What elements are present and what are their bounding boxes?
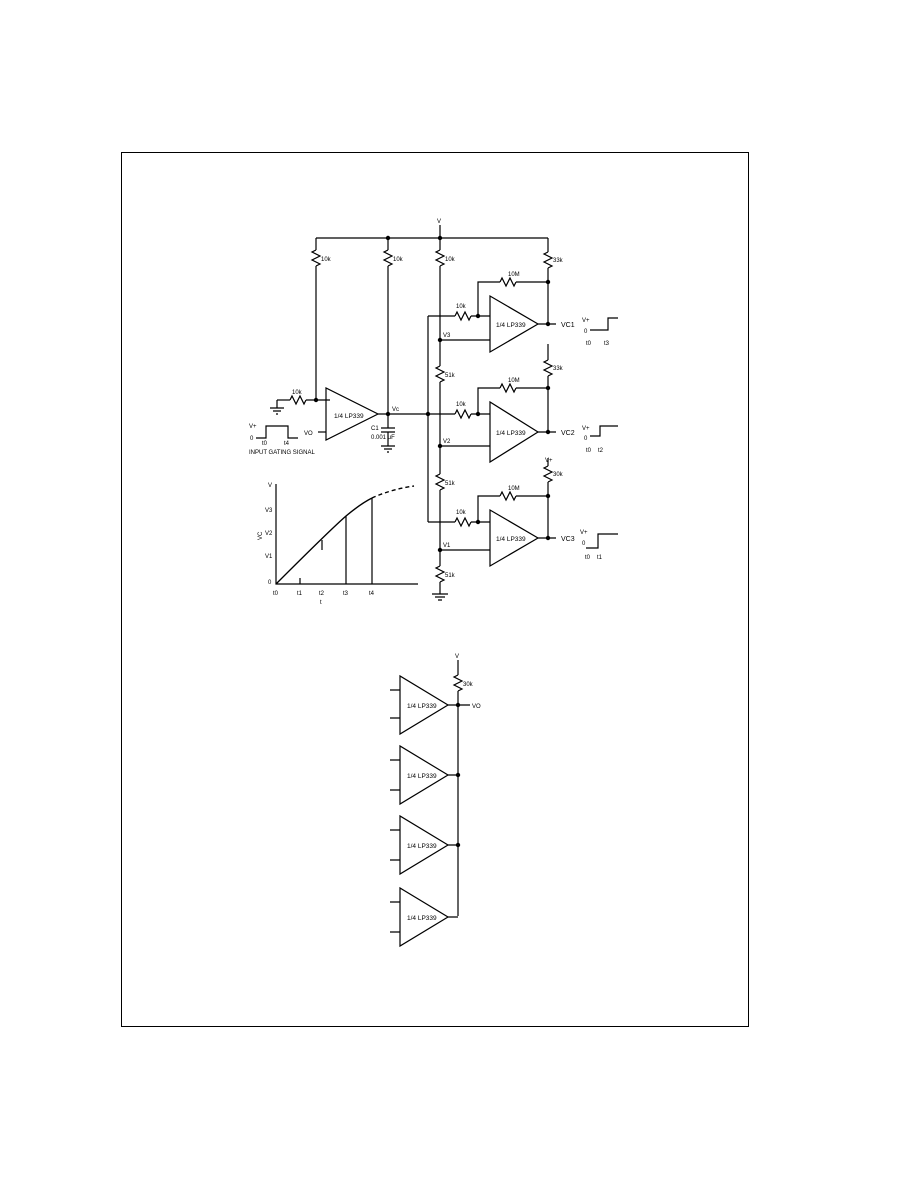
r-cin-1-label: 10k — [456, 304, 467, 310]
node-vc-label: Vc — [392, 407, 399, 413]
input-t4-label: t4 — [284, 441, 290, 447]
comp-2-opamp-label: 1/4 LP339 — [496, 430, 526, 437]
graph-ytick-v: V — [268, 483, 272, 489]
r-in-pullup-label: 10k — [393, 257, 404, 263]
r-in-series-label: 10k — [292, 390, 303, 396]
junction-dots — [313, 235, 551, 553]
node-vo-label: VO — [304, 431, 313, 437]
graph-ytick-v1: V1 — [265, 554, 273, 560]
r-pullup-1-label: 33k — [553, 258, 564, 264]
input-zero-label: 0 — [250, 436, 254, 442]
r-div-1-label: 51k — [445, 373, 456, 379]
r-fb-2-label: 10M — [508, 378, 520, 384]
figure-frame — [121, 152, 749, 1027]
capacitor-name: C1 — [371, 426, 379, 432]
wires — [256, 225, 618, 601]
graph-xtick-t1: t1 — [297, 591, 303, 597]
r-ref-top-label: 10k — [445, 257, 456, 263]
node-v3-label: V3 — [443, 333, 451, 339]
bottom-junction-dots — [455, 702, 461, 848]
out-2-label: VC2 — [561, 430, 575, 437]
node-v1-label: V1 — [443, 543, 451, 549]
node-v2-label: V2 — [443, 439, 451, 445]
graph-xtick-t4: t4 — [369, 591, 375, 597]
r-in-top-label: 10k — [321, 257, 332, 263]
r-div-2-label: 51k — [445, 481, 456, 487]
bottom-opamp-1-label: 1/4 LP339 — [407, 703, 437, 710]
input-t0-label: t0 — [262, 441, 268, 447]
r-fb-1-label: 10M — [508, 272, 520, 278]
bottom-circuit-labels: V 30k VO 1/4 LP339 1/4 LP339 1/4 LP339 1… — [407, 654, 481, 922]
bottom-pullup-label: 30k — [463, 682, 474, 688]
r-pullup-3-label: 30k — [553, 472, 564, 478]
comp-1-opamp-label: 1/4 LP339 — [496, 322, 526, 329]
out1-zero-label: 0 — [584, 329, 588, 335]
out2-zero-label: 0 — [584, 436, 588, 442]
graph-xtick-t0: t0 — [273, 591, 279, 597]
out3-zero-label: 0 — [582, 541, 586, 547]
graph-xtick-t3: t3 — [343, 591, 349, 597]
graph-ytick-v3: V3 — [265, 508, 273, 514]
vc-graph: V V3 V2 V1 0 t0 t1 t2 t3 t4 t VC — [258, 483, 418, 606]
out3-t1-label: t1 — [597, 555, 603, 561]
out3-t0-label: t0 — [585, 555, 591, 561]
out2-t2-label: t2 — [598, 448, 604, 454]
out1-t3-label: t3 — [604, 341, 610, 347]
bottom-opamp-3-label: 1/4 LP339 — [407, 843, 437, 850]
out2-t0-label: t0 — [586, 448, 592, 454]
top-circuit-labels: V 10k 10k 10k 10k 51k 51k 51k 33k 33k 30… — [249, 219, 610, 579]
out2-vplus-label: V+ — [582, 426, 590, 432]
r-fb-3-label: 10M — [508, 486, 520, 492]
r-cin-2-label: 10k — [456, 402, 467, 408]
r-pullup-2-label: 33k — [553, 366, 564, 372]
out-1-label: VC1 — [561, 322, 575, 329]
comp-3-opamp-label: 1/4 LP339 — [496, 536, 526, 543]
bottom-supply-label: V — [455, 654, 459, 660]
graph-ytick-0: 0 — [268, 580, 272, 586]
r-cin-3-label: 10k — [456, 510, 467, 516]
capacitor-value: 0.001 μF — [371, 435, 395, 441]
graph-xlabel: t — [320, 600, 322, 606]
out3-vplus-label: V+ — [580, 530, 588, 536]
input-vplus-label: V+ — [249, 424, 257, 430]
integrator-opamp-label: 1/4 LP339 — [334, 413, 364, 420]
r-div-3-label: 51k — [445, 573, 456, 579]
input-gating-label: INPUT GATING SIGNAL — [249, 450, 315, 456]
out1-vplus-label: V+ — [582, 318, 590, 324]
out-3-label: VC3 — [561, 536, 575, 543]
graph-xtick-t2: t2 — [319, 591, 325, 597]
graph-ytick-v2: V2 — [265, 531, 273, 537]
bottom-output-label: VO — [472, 704, 481, 710]
graph-ylabel: VC — [258, 531, 264, 540]
out1-t0-label: t0 — [586, 341, 592, 347]
supply-vplus-label: V+ — [545, 458, 553, 464]
bottom-opamp-2-label: 1/4 LP339 — [407, 773, 437, 780]
supply-label: V — [437, 219, 441, 225]
bottom-opamp-4-label: 1/4 LP339 — [407, 915, 437, 922]
